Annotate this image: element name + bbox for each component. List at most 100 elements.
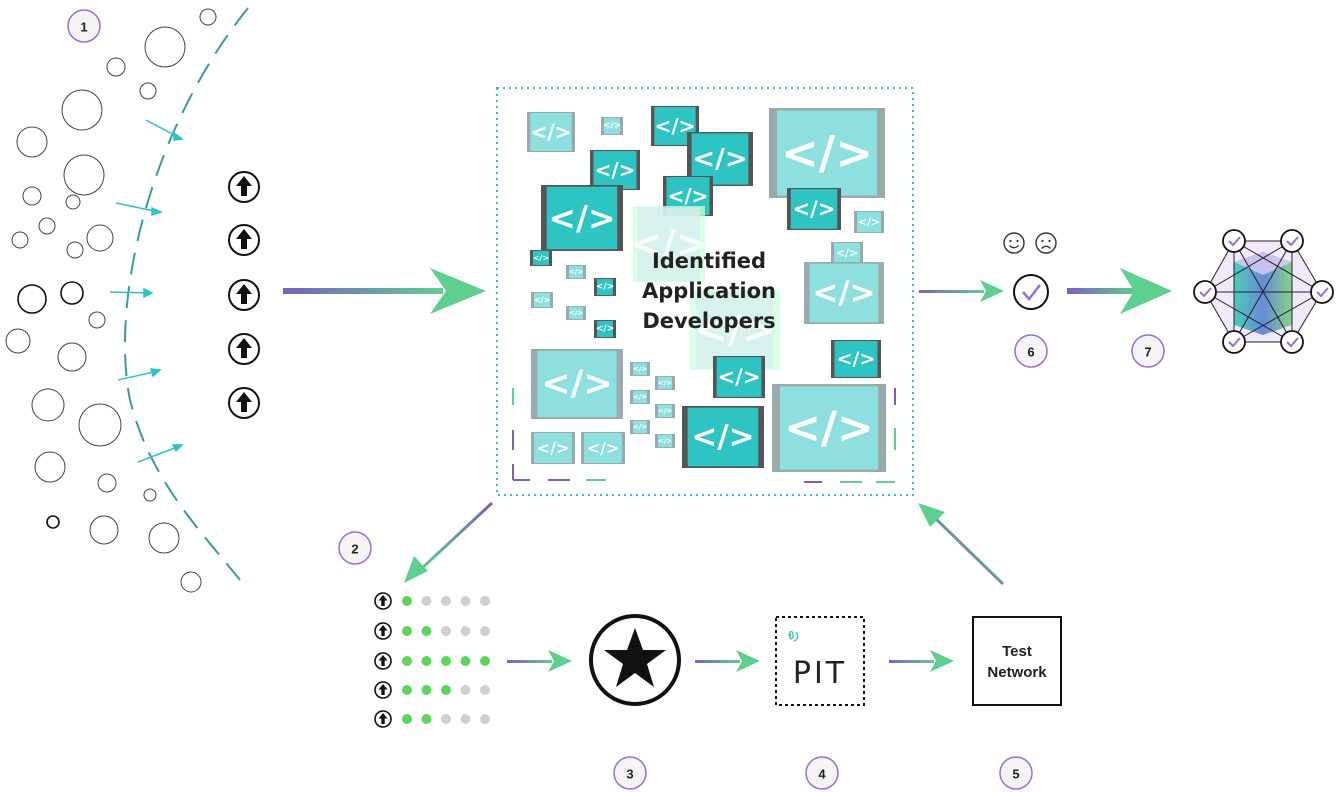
- step-1-number: 1: [80, 20, 87, 35]
- ranking-dot: [480, 626, 490, 636]
- validated-network-graph: [1193, 229, 1334, 354]
- code-icon: </>: [630, 390, 650, 404]
- step-5-number: 5: [1012, 767, 1019, 782]
- ranking-dot: [421, 596, 432, 606]
- svg-text:</>: </>: [837, 348, 876, 370]
- code-icon: </>: [769, 108, 885, 198]
- step-3-number: 3: [626, 767, 633, 782]
- code-icon: </>: [590, 150, 640, 190]
- star-icon: [589, 614, 681, 706]
- svg-text:</>: </>: [630, 222, 708, 266]
- code-icon: </>: [566, 265, 586, 279]
- upvote-icon: [374, 710, 392, 728]
- code-icon: </>: [594, 278, 616, 296]
- code-icon: </>: [531, 349, 623, 419]
- code-icon: </>: [630, 206, 708, 282]
- svg-text:</>: </>: [858, 216, 880, 229]
- upvote-icon: [228, 224, 260, 256]
- ranking-dot: [460, 596, 471, 606]
- code-icon: </>: [787, 188, 841, 230]
- ranking-row: [374, 710, 490, 728]
- ranking-dot: [402, 626, 412, 636]
- svg-text:</>: </>: [812, 275, 875, 311]
- svg-text:</>: </>: [531, 120, 572, 144]
- code-icon: </>: [831, 340, 881, 378]
- code-icon: </>: [531, 432, 575, 464]
- ranking-list: [374, 592, 490, 728]
- svg-text:</>: </>: [569, 309, 583, 317]
- code-icon-cluster: </> </> </> </> </> </> </> </> </> </> </> </> </> <…: [527, 106, 886, 472]
- upvote-icon: [228, 387, 260, 419]
- arrow-to-pit: [695, 650, 760, 672]
- ranking-dot: [441, 656, 451, 666]
- step-6-number: 6: [1027, 345, 1034, 360]
- pit-box: PIT: [775, 616, 865, 706]
- test-network-box: Test Network: [972, 616, 1062, 706]
- step-7-badge: 7: [1131, 334, 1165, 368]
- code-icon: </>: [566, 306, 586, 320]
- svg-text:</>: </>: [658, 407, 672, 415]
- svg-text:</>: </>: [718, 365, 761, 389]
- pit-label: PIT: [793, 656, 847, 691]
- ranking-dot: [402, 596, 412, 606]
- svg-text:</>: </>: [694, 307, 776, 353]
- svg-text:</>: </>: [533, 254, 549, 263]
- network-node-check-icon: [1222, 330, 1246, 354]
- code-icon: </>: [541, 185, 623, 251]
- ranking-dot: [402, 714, 412, 724]
- upvote-icon: [374, 681, 392, 699]
- selection-boundary-arc: [124, 7, 249, 581]
- corner-accents: [512, 388, 896, 483]
- step-7-number: 7: [1144, 345, 1151, 360]
- arrow-to-test-network: [889, 650, 954, 672]
- arrow-back-to-developers: [918, 503, 1005, 586]
- developer-population: [5, 8, 217, 593]
- arrow-to-star: [507, 650, 572, 672]
- ranking-dot: [402, 656, 412, 666]
- ranking-dot: [480, 685, 490, 695]
- center-label-line3: Developers: [642, 309, 775, 333]
- center-label-line2: Application: [642, 279, 776, 303]
- step-4-number: 4: [818, 767, 826, 782]
- upvote-icon: [374, 652, 392, 670]
- svg-text:</>: </>: [658, 379, 672, 387]
- upvote-icon: [228, 279, 260, 311]
- ranking-dot: [480, 714, 490, 724]
- svg-text:</>: </>: [596, 282, 614, 292]
- step-4-badge: 4: [805, 756, 839, 790]
- ranking-dot: [460, 714, 471, 724]
- ranking-dot: [402, 685, 412, 695]
- ranking-row: [374, 622, 490, 640]
- svg-text:</>: </>: [784, 403, 874, 454]
- network-node-check-icon: [1280, 229, 1304, 253]
- svg-text:</>: </>: [658, 437, 672, 445]
- ranking-row: [374, 652, 490, 670]
- developers-region: [496, 87, 914, 496]
- pit-logo-icon: [788, 630, 799, 642]
- code-icon: </>: [651, 106, 699, 146]
- network-node-check-icon: [1193, 280, 1217, 304]
- center-label-line1: Identified: [652, 249, 766, 273]
- ranking-dot: [421, 656, 432, 666]
- svg-text:</>: </>: [541, 364, 612, 404]
- svg-text:</>: </>: [781, 127, 873, 180]
- code-icon: </>: [630, 362, 650, 376]
- ranking-dot: [441, 626, 451, 636]
- code-icon: </>: [655, 376, 675, 390]
- test-network-line1: Test: [1002, 643, 1032, 660]
- ranking-row: [374, 681, 490, 699]
- ranking-dot: [480, 656, 490, 666]
- upvote-icon: [228, 171, 260, 203]
- code-icon: </>: [854, 211, 884, 233]
- ranking-dot: [460, 685, 471, 695]
- ranking-dot: [421, 685, 432, 695]
- svg-text:</>: </>: [587, 439, 620, 458]
- svg-text:</>: </>: [548, 199, 615, 238]
- sad-face-icon: [1035, 232, 1057, 254]
- step-1-badge: 1: [67, 9, 101, 43]
- svg-text:</>: </>: [633, 393, 647, 401]
- code-icon: </>: [655, 434, 675, 448]
- test-network-line2: Network: [987, 664, 1047, 681]
- svg-text:</>: </>: [537, 439, 570, 458]
